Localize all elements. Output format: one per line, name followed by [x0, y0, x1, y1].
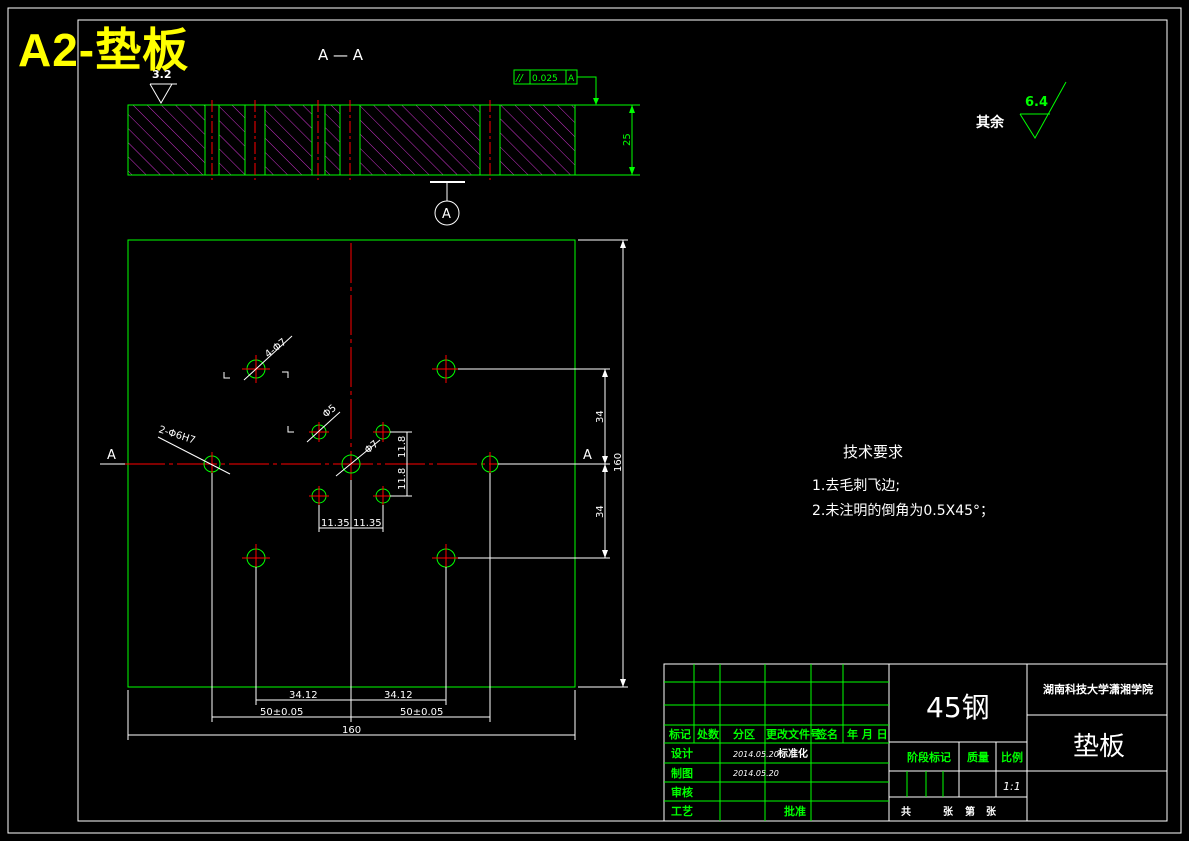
label-6h7: 2-Φ6H7: [157, 424, 197, 446]
tb-row-design: 设计: [671, 746, 693, 760]
dim-160-v: 160: [613, 453, 624, 472]
tech-heading: 技术要求: [843, 443, 903, 461]
hatch-band: [500, 105, 575, 175]
leaders: [157, 335, 381, 477]
tb-design-date: 2014.05.20: [733, 750, 779, 759]
dim-34-12-l: 34.12: [289, 690, 318, 701]
tb-sheets-total: 共: [901, 805, 911, 818]
tech-requirements: 技术要求 1.去毛刺飞边; 2.未注明的倒角为0.5X45°；: [812, 443, 994, 519]
tb-row-process: 工艺: [671, 804, 693, 818]
inner-border: [77, 19, 1168, 822]
dim-160-h: 160: [342, 725, 361, 736]
tb-scale-label: 比例: [1001, 750, 1023, 764]
plan-centerlines: [125, 243, 575, 530]
tb-hdr-zone: 分区: [733, 727, 755, 741]
tolerance-symbol: //: [515, 73, 524, 84]
dim-34-top: 34: [595, 410, 606, 423]
tb-sheets-unit: 张: [943, 805, 954, 818]
tb-hdr-sign: 签名: [815, 727, 838, 741]
outer-border: [7, 7, 1182, 834]
plan-view: 4-Φ7 Φ5 Φ7 2-Φ6H7 A A: [100, 239, 628, 740]
tb-hdr-count: 处数: [696, 727, 720, 741]
dim-11-8-bot: 11.8: [397, 468, 408, 490]
dim-11-35-r: 11.35: [353, 518, 382, 529]
tb-row-review: 审核: [671, 785, 693, 799]
title-block: 45钢 湖南科技大学潇湘学院 垫板 标记 处数 分区 更改文件号 签名 年 月 …: [663, 663, 1168, 822]
hatch-band: [265, 105, 312, 175]
tech-item-2: 2.未注明的倒角为0.5X45°；: [812, 503, 994, 519]
dim-50-l: 50±0.05: [260, 707, 303, 718]
tb-school: 湖南科技大学潇湘学院: [1043, 682, 1153, 696]
tb-row-draw: 制图: [671, 766, 693, 780]
datum-letter: A: [442, 207, 451, 222]
tb-approve: 批准: [784, 804, 806, 818]
tb-sheets-unit2: 张: [986, 805, 997, 818]
hatch-band: [219, 105, 245, 175]
hatch-band: [325, 105, 340, 175]
roughness-symbol: [149, 83, 173, 104]
section-outline: [127, 104, 576, 176]
tb-mass: 质量: [967, 750, 989, 764]
tb-scale: 1:1: [1003, 780, 1021, 793]
tb-material: 45钢: [926, 691, 990, 724]
tolerance-value: 0.025: [532, 74, 558, 84]
dim-34-12-r: 34.12: [384, 690, 413, 701]
rest-label: 其余: [976, 114, 1005, 131]
section-view: A — A 3.2: [127, 46, 640, 226]
tb-hdr-mark: 标记: [668, 727, 691, 741]
tech-item-1: 1.去毛刺飞边;: [812, 478, 900, 494]
hatch-band: [128, 105, 205, 175]
label-4x7: 4-Φ7: [263, 337, 289, 361]
dim-50-r: 50±0.05: [400, 707, 443, 718]
roughness-value: 3.2: [152, 68, 172, 81]
hole-walls: [204, 105, 501, 175]
tb-part-name: 垫板: [1073, 732, 1125, 762]
tb-hdr-date: 年 月 日: [847, 727, 888, 741]
cut-left: A: [107, 448, 116, 463]
tb-hdr-doc: 更改文件号: [766, 727, 821, 741]
label-5: Φ5: [321, 403, 339, 421]
sheet-tag: A2-垫板: [18, 24, 190, 76]
section-label: A — A: [318, 46, 364, 64]
datum-marker: [434, 200, 460, 226]
tb-stage-mark: 阶段标记: [907, 750, 951, 764]
bottom-dims: [127, 473, 576, 740]
dim-11-35-l: 11.35: [321, 518, 350, 529]
center-hole: [341, 454, 361, 474]
dim-11-8-top: 11.8: [397, 436, 408, 458]
center-dims: [318, 431, 412, 532]
tb-draw-date: 2014.05.20: [733, 769, 779, 778]
thickness-dim: 25: [622, 133, 633, 146]
dim-34-bot: 34: [595, 505, 606, 518]
cut-right: A: [583, 448, 592, 463]
tolerance-datum: A: [568, 74, 575, 84]
hatch-band: [360, 105, 480, 175]
rest-value: 6.4: [1025, 95, 1048, 110]
rest-roughness: 其余 6.4: [976, 81, 1067, 139]
right-dim-arrows: [602, 240, 626, 687]
section-centerlines: [211, 100, 491, 180]
tb-sheets-no: 第: [965, 805, 975, 818]
tb-standard: 标准化: [777, 747, 808, 760]
